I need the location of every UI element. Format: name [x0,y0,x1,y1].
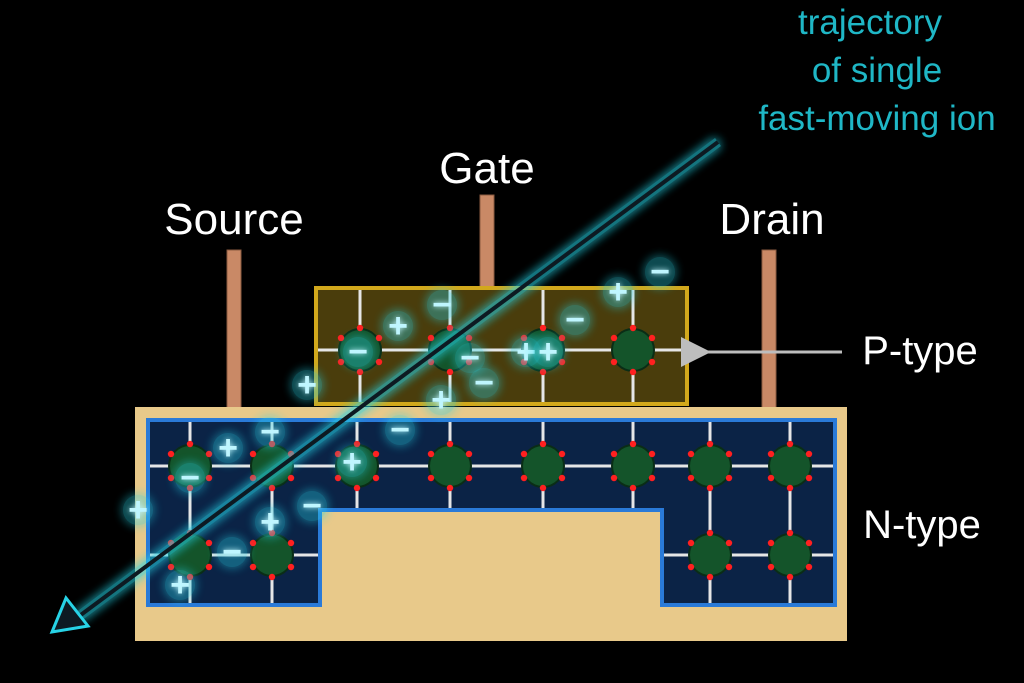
negative-charge-glow [427,290,457,320]
negative-charge: − [260,413,280,451]
positive-charge-glow [533,337,563,367]
p-type-label: P-type [862,329,978,373]
lattice-atom [610,440,656,492]
trajectory-label-line2: of single [812,51,942,90]
lattice-atom [687,529,733,581]
negative-charge-glow [343,337,373,367]
source-electrode [226,249,242,421]
negative-charge: − [565,301,585,339]
positive-charge-glow [383,311,413,341]
negative-charge-glow [175,463,205,493]
positive-charge: + [218,429,238,467]
positive-charge: + [342,443,362,481]
positive-charge: + [431,381,451,419]
lattice-atom [610,324,656,376]
source-label: Source [164,195,303,244]
trajectory-label-line3: fast-moving ion [758,99,995,138]
positive-charge-glow [213,433,243,463]
positive-charge: + [128,491,148,529]
lattice-atom [767,529,813,581]
positive-charge: + [170,566,190,604]
positive-charge-glow [292,370,322,400]
lattice-atom [767,440,813,492]
negative-charge: − [460,339,480,377]
negative-charge: − [432,286,452,324]
drain-electrode [761,249,777,423]
negative-charge-glow [455,343,485,373]
ion-trajectory [49,137,721,634]
negative-charge: − [302,487,322,525]
positive-charge: + [260,503,280,541]
positive-charge-glow [255,507,285,537]
trajectory-label-line1: trajectory [798,3,942,42]
negative-charge-glow [645,257,675,287]
lattice-atom [520,440,566,492]
negative-charge: − [650,253,670,291]
gate-electrode [479,194,495,291]
lattice-atom [687,440,733,492]
positive-charge: + [297,366,317,404]
positive-charge-glow [165,570,195,600]
negative-charge-glow [297,491,327,521]
lattice-atom [427,440,473,492]
negative-charge-glow [217,537,247,567]
negative-charge: − [474,364,494,402]
positive-charge: + [516,333,536,371]
positive-charge-glow [511,337,541,367]
positive-charge-glow [603,277,633,307]
gate-label: Gate [439,144,534,193]
charge-carriers: +−−+−−+−−++−−++−+−+−++ [123,253,675,604]
n-type-label: N-type [863,503,981,547]
negative-charge-glow [255,417,285,447]
positive-charge: + [538,333,558,371]
lattice-atoms [167,324,813,581]
negative-charge-glow [560,305,590,335]
negative-charge-glow [385,415,415,445]
positive-charge-glow [123,495,153,525]
positive-charge-glow [426,385,456,415]
negative-charge: − [348,333,368,371]
positive-charge: + [608,273,628,311]
negative-charge: − [222,533,242,571]
positive-charge: + [388,307,408,345]
negative-charge-glow [469,368,499,398]
negative-charge: − [390,411,410,449]
negative-charge: − [180,459,200,497]
positive-charge-glow [337,447,367,477]
drain-label: Drain [719,195,824,244]
